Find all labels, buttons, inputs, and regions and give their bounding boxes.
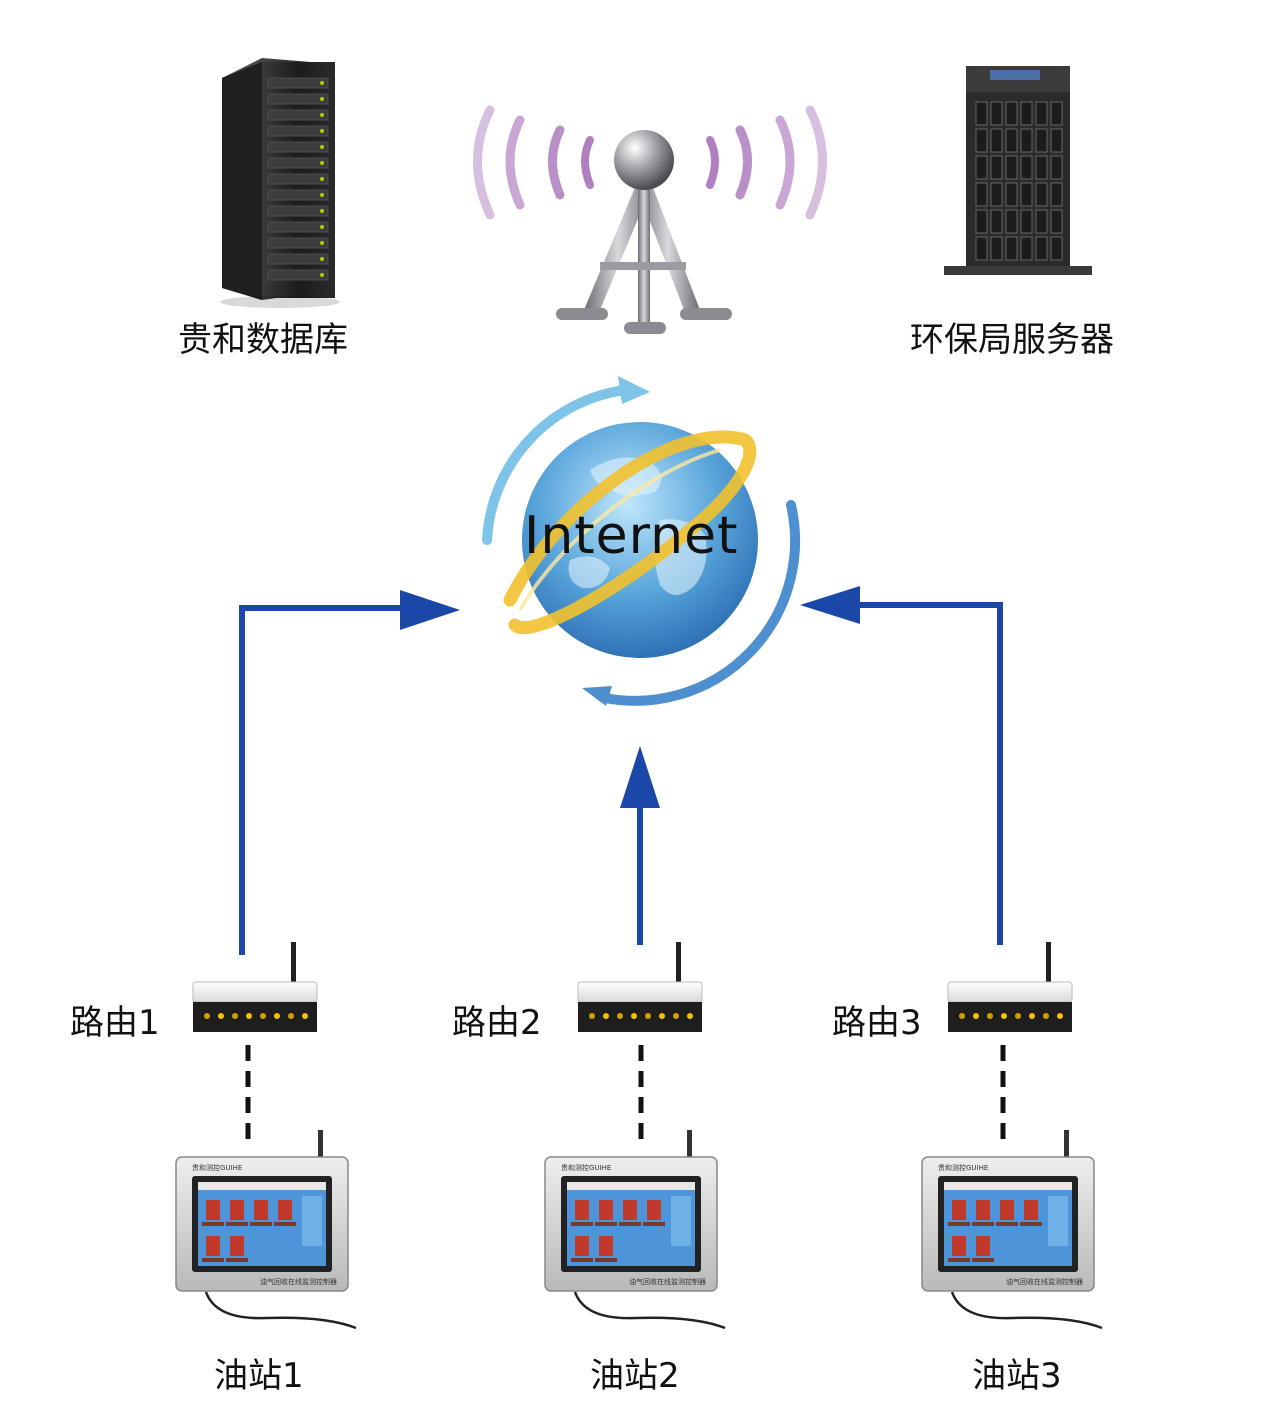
- device-footer: 油气回收在线监测控制器: [629, 1277, 706, 1286]
- station-label-2: 油站2: [590, 1356, 680, 1396]
- station-controller-icon-3: 贵和测控GUIHE 油气回收在线监测控制器: [921, 1130, 1103, 1330]
- signal-waves: [473, 105, 827, 220]
- station-controller-icon-2: 贵和测控GUIHE 油气回收在线监测控制器: [544, 1130, 726, 1330]
- uplink-arrows: [239, 586, 1003, 955]
- router-icon-1: [192, 942, 318, 1032]
- local-links: [245, 1045, 1006, 1140]
- router-label-1: 路由1: [70, 1003, 160, 1043]
- station-label-3: 油站3: [972, 1356, 1062, 1396]
- signal-tower-icon: [473, 105, 827, 334]
- router-label-2: 路由2: [452, 1003, 542, 1043]
- station-label-1: 油站1: [214, 1356, 304, 1396]
- internet-globe-icon: [482, 376, 800, 706]
- uplink-arrow-3: [840, 602, 1003, 945]
- device-brand: 贵和测控GUIHE: [938, 1163, 988, 1172]
- station-controller-icon-1: 贵和测控GUIHE 油气回收在线监测控制器: [175, 1130, 357, 1330]
- device-footer: 油气回收在线监测控制器: [1006, 1277, 1083, 1286]
- epb-server-label: 环保局服务器: [910, 320, 1114, 360]
- router-label-3: 路由3: [832, 1003, 922, 1043]
- database-label: 贵和数据库: [178, 320, 348, 360]
- router-icon-3: [947, 942, 1073, 1032]
- internet-label: Internet: [524, 506, 739, 566]
- device-footer: 油气回收在线监测控制器: [260, 1277, 337, 1286]
- device-brand: 贵和测控GUIHE: [561, 1163, 611, 1172]
- uplink-arrow-1-head: [400, 590, 460, 630]
- device-brand: 贵和测控GUIHE: [192, 1163, 242, 1172]
- router-icon-2: [577, 942, 703, 1032]
- uplink-arrow-1: [239, 605, 420, 955]
- uplink-arrow-2-head: [620, 746, 660, 808]
- uplink-arrow-3-head: [800, 586, 860, 624]
- database-rack-icon: [220, 58, 340, 308]
- epb-server-icon: [944, 66, 1092, 275]
